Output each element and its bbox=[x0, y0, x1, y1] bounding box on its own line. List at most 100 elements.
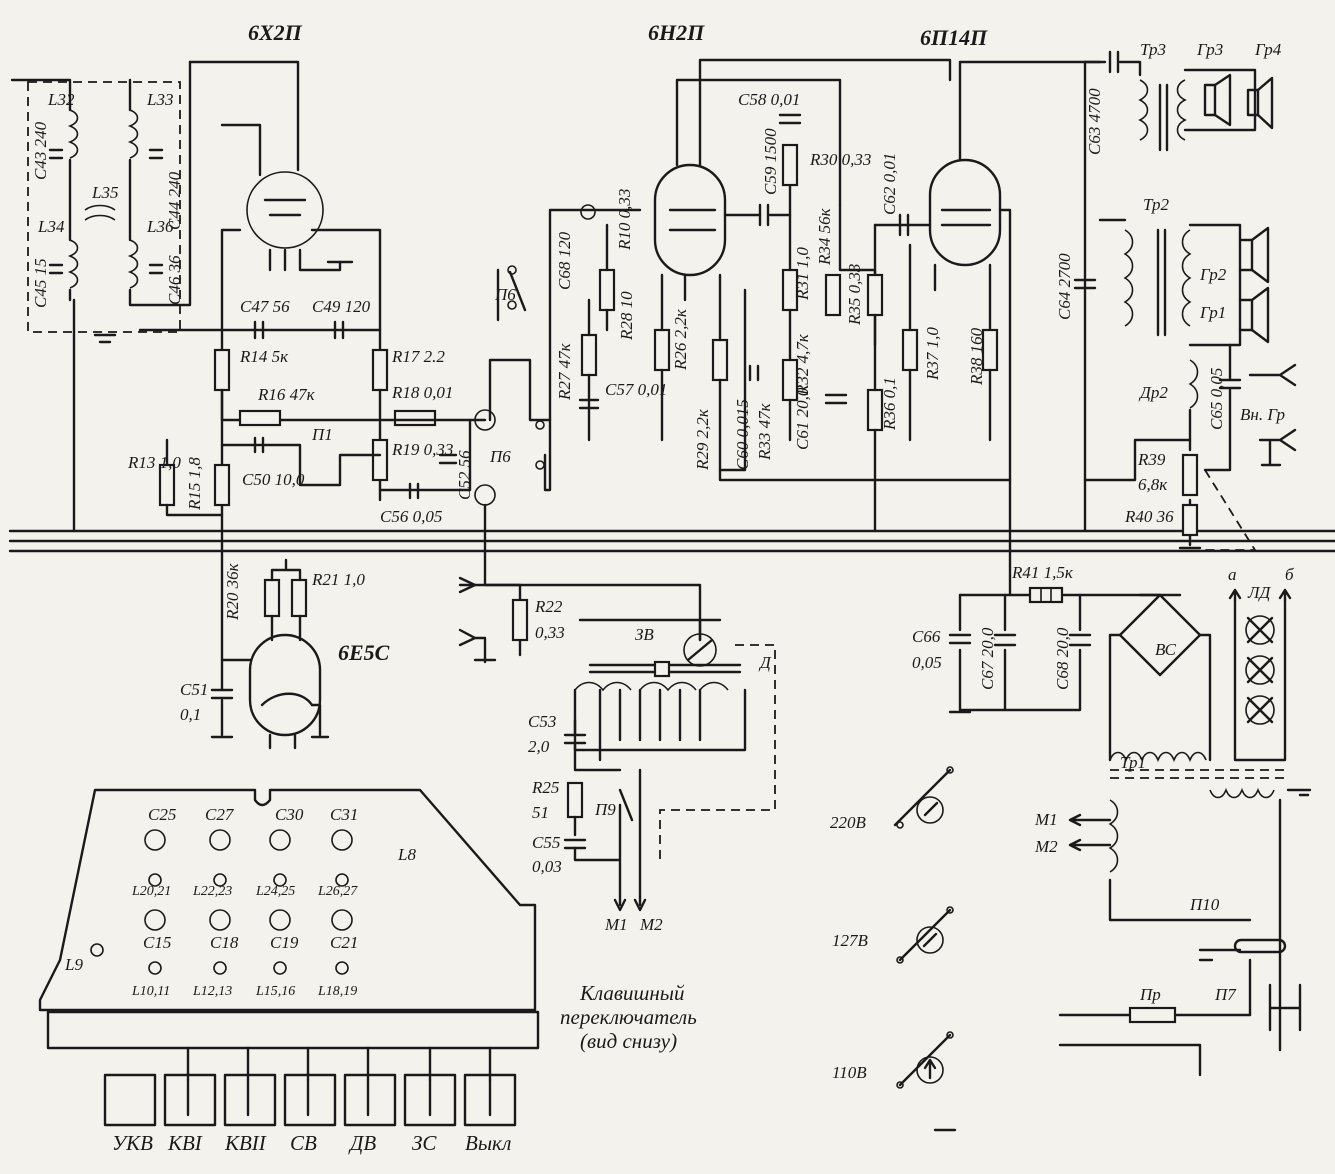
label-components-R36: R36 0,1 bbox=[880, 377, 899, 431]
label-parts-Pr: Пр bbox=[1139, 985, 1161, 1004]
output-stage bbox=[1073, 50, 1297, 551]
label-switch_caption-2: (вид снизу) bbox=[580, 1029, 677, 1053]
label-components-L32: L32 bbox=[47, 90, 75, 109]
key-label-dv: ДВ bbox=[348, 1131, 376, 1155]
label-components-L35: L35 bbox=[91, 183, 118, 202]
label-components-R28: R28 10 bbox=[617, 291, 636, 341]
label-components-R30: R30 0,33 bbox=[809, 150, 871, 169]
label-parts-a: а bbox=[1228, 565, 1237, 584]
label-components-C52: C52 56 bbox=[455, 450, 474, 500]
label-parts-VS: ВС bbox=[1155, 640, 1177, 659]
label-components-R25v: 51 bbox=[532, 803, 549, 822]
label-components-R22v: 0,33 bbox=[535, 623, 565, 642]
label-components-R26: R26 2,2к bbox=[671, 308, 690, 371]
label-components-C56: C56 0,05 bbox=[380, 507, 442, 526]
label-components-R14: R14 5к bbox=[239, 347, 289, 366]
label-components-C50: C50 10,0 bbox=[242, 470, 305, 489]
label-components-R39v: 6,8к bbox=[1138, 475, 1168, 494]
label-board-caps-2: C30 bbox=[275, 805, 304, 824]
label-components-R35: R35 0,33 bbox=[845, 264, 864, 326]
label-board-coils-9: L9 bbox=[64, 955, 83, 974]
key-label-kv2: КВII bbox=[224, 1131, 267, 1155]
label-components-C68b: C68 20,0 bbox=[1053, 627, 1072, 690]
label-parts-D: Д bbox=[758, 653, 772, 672]
tube-6e5c bbox=[210, 529, 330, 750]
label-parts-VnGr: Вн. Гр bbox=[1240, 405, 1285, 424]
label-board-coils-8: L8 bbox=[397, 845, 416, 864]
tuning-block bbox=[458, 576, 776, 912]
input-coil-block bbox=[10, 60, 192, 533]
label-components-R20: R20 36к bbox=[223, 562, 242, 621]
label-components-C57: C57 0,01 bbox=[605, 380, 667, 399]
label-components-L33: L33 bbox=[146, 90, 173, 109]
tube-label-6n2p: 6Н2П bbox=[648, 20, 705, 45]
label-parts-P9: П9 bbox=[594, 800, 616, 819]
label-board-coils-7: L18,19 bbox=[317, 984, 357, 999]
label-components-R19: R19 0,33 bbox=[391, 440, 453, 459]
label-voltages-0: 220В bbox=[830, 813, 867, 832]
label-components-R22: R22 bbox=[534, 597, 563, 616]
label-components-C64: C64 2700 bbox=[1055, 253, 1074, 320]
label-parts-Gr1: Гр1 bbox=[1199, 303, 1226, 322]
tube-label-6x2p: 6Х2П bbox=[248, 20, 303, 45]
label-voltages-1: 127В bbox=[832, 931, 869, 950]
key-label-off: Выкл bbox=[465, 1131, 511, 1155]
bus-lines bbox=[8, 529, 1335, 553]
label-board-caps-3: C31 bbox=[330, 805, 358, 824]
label-parts-P7: П7 bbox=[1214, 985, 1237, 1004]
label-parts-M2b: М2 bbox=[1034, 837, 1058, 856]
label-components-C67: C67 20,0 bbox=[978, 627, 997, 690]
label-board-coils-2: L24,25 bbox=[255, 884, 295, 899]
label-components-R41: R41 1,5к bbox=[1011, 563, 1074, 582]
key-label-sv: СВ bbox=[290, 1131, 317, 1155]
label-parts-Tr3: Тр3 bbox=[1140, 40, 1166, 59]
label-components-C66v: 0,05 bbox=[912, 653, 942, 672]
label-components-R21: R21 1,0 bbox=[311, 570, 365, 589]
label-components-R13: R13 1,0 bbox=[127, 453, 181, 472]
label-parts-Gr2: Гр2 bbox=[1199, 265, 1227, 284]
label-components-R37: R37 1,0 bbox=[923, 327, 942, 381]
label-components-C55v: 0,03 bbox=[532, 857, 562, 876]
label-components-C43: C43 240 bbox=[31, 121, 50, 180]
label-components-C51v: 0,1 bbox=[180, 705, 201, 724]
tube-6p14p bbox=[866, 60, 1102, 533]
voltage-selector bbox=[893, 766, 957, 1132]
label-parts-M2: М2 bbox=[639, 915, 663, 934]
label-board-caps-0: C25 bbox=[148, 805, 176, 824]
label-board-coils-5: L12,13 bbox=[192, 984, 232, 999]
label-parts-P10: П10 bbox=[1189, 895, 1220, 914]
label-components-C62: C62 0,01 bbox=[880, 153, 899, 215]
label-components-R34: R34 56к bbox=[815, 207, 834, 266]
label-components-R29: R29 2,2к bbox=[693, 408, 712, 471]
key-switch-board bbox=[38, 788, 540, 1127]
label-board-caps-6: C19 bbox=[270, 933, 299, 952]
tube-6x2p bbox=[188, 60, 382, 532]
label-components-R33: R33 47к bbox=[755, 402, 774, 461]
label-board-coils-1: L22,23 bbox=[192, 884, 232, 899]
label-components-R15: R15 1,8 bbox=[185, 457, 204, 511]
label-components-C44: C44 240 bbox=[165, 171, 184, 230]
label-components-C51: C51 bbox=[180, 680, 208, 699]
label-parts-M1b: М1 bbox=[1034, 810, 1058, 829]
detector-network bbox=[138, 265, 702, 642]
label-parts-ZV: ЗВ bbox=[635, 625, 654, 644]
label-board-coils-6: L15,16 bbox=[255, 984, 295, 999]
label-parts-LD: ЛД bbox=[1247, 583, 1272, 602]
label-parts-P6: П6 bbox=[494, 285, 516, 304]
label-components-R32: R32 4,7к bbox=[793, 333, 812, 396]
label-parts-b: б bbox=[1285, 565, 1294, 584]
label-switch_caption-1: переключатель bbox=[560, 1005, 697, 1029]
labels: 6Х2П 6Н2П 6П14П 6Е5С L32 L33 L34 L35 L36… bbox=[31, 20, 1294, 1155]
label-components-C58: C58 0,01 bbox=[738, 90, 800, 109]
label-components-C65: C65 0,05 bbox=[1207, 368, 1226, 430]
key-label-kv1: КВI bbox=[167, 1131, 203, 1155]
label-components-C59: C59 1500 bbox=[761, 128, 780, 195]
label-parts-Dr2: Др2 bbox=[1138, 383, 1168, 402]
label-components-C66: C66 bbox=[912, 627, 941, 646]
label-components-C53v: 2,0 bbox=[528, 737, 550, 756]
label-parts-Tr1: Тр1 bbox=[1120, 753, 1146, 772]
label-components-R10: R10 0,33 bbox=[615, 189, 634, 251]
label-components-R31: R31 1,0 bbox=[793, 247, 812, 301]
label-board-caps-4: C15 bbox=[143, 933, 171, 952]
